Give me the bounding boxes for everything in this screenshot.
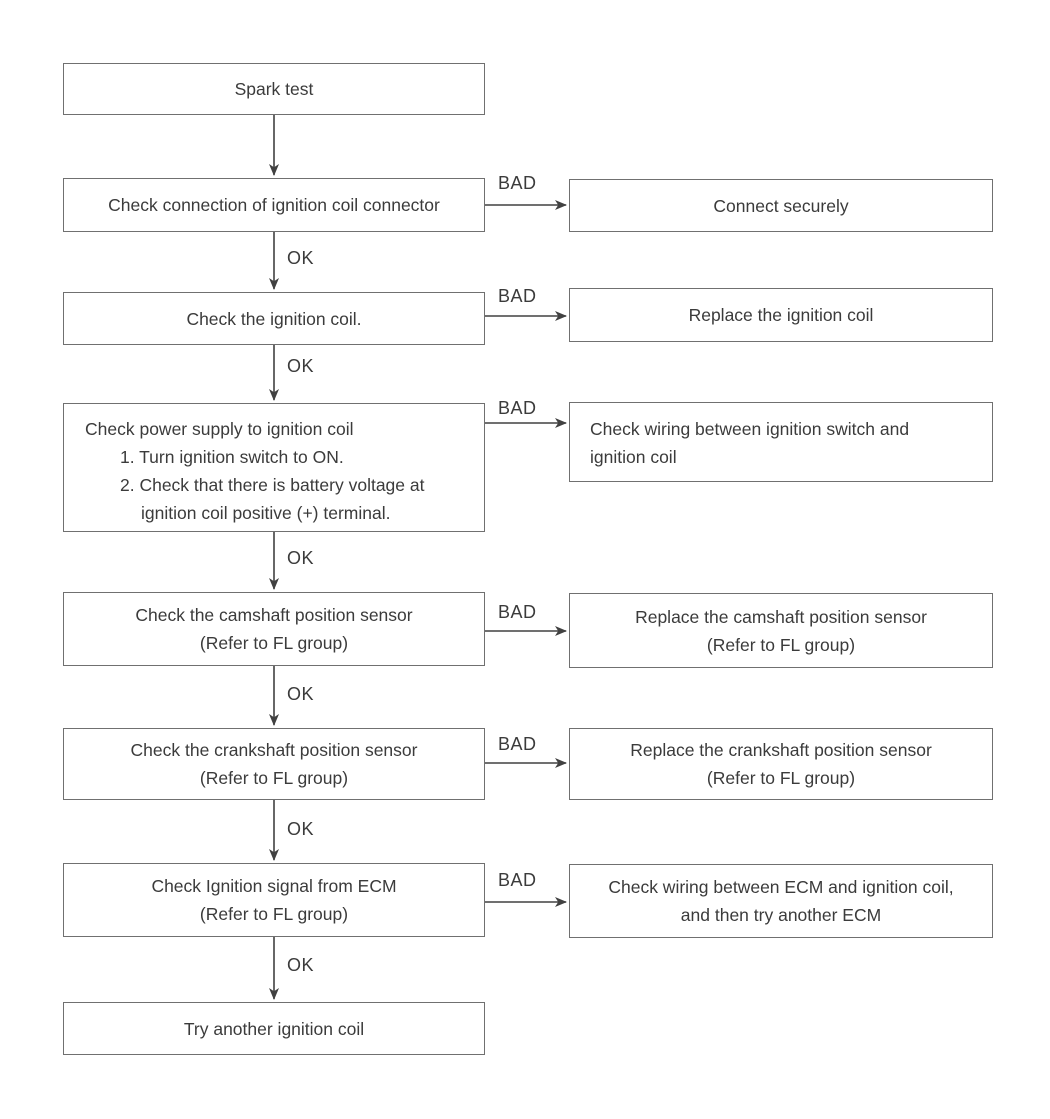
bad-label: BAD xyxy=(498,398,537,418)
node-text: Check the crankshaft position sensor xyxy=(130,740,418,760)
node-text: ignition coil xyxy=(590,447,677,467)
node-text: Connect securely xyxy=(713,195,849,216)
node-try-another-coil: Try another ignition coil xyxy=(63,1002,485,1055)
node-text: Replace the crankshaft position sensor xyxy=(630,740,932,760)
ok-label: OK xyxy=(287,248,315,268)
node-text: 2. Check that there is battery voltage a… xyxy=(120,475,425,495)
node-text: Check wiring between ignition switch and xyxy=(590,419,910,439)
node-text: (Refer to FL group) xyxy=(199,633,349,653)
bad-label: BAD xyxy=(498,870,537,890)
bad-label: BAD xyxy=(498,286,537,306)
node-check-ecm-signal: Check Ignition signal from ECM (Refer to… xyxy=(63,863,485,937)
node-text: (Refer to FL group) xyxy=(199,768,349,788)
node-check-camshaft: Check the camshaft position sensor (Refe… xyxy=(63,592,485,666)
node-text: (Refer to FL group) xyxy=(706,768,856,788)
node-check-ignition-coil: Check the ignition coil. xyxy=(63,292,485,345)
node-text: (Refer to FL group) xyxy=(706,634,856,655)
node-text: Replace the camshaft position sensor xyxy=(635,606,927,627)
node-check-connector: Check connection of ignition coil connec… xyxy=(63,178,485,232)
node-connect-securely: Connect securely xyxy=(569,179,993,232)
bad-label: BAD xyxy=(498,173,537,193)
node-text: (Refer to FL group) xyxy=(199,904,349,924)
node-check-power-supply: Check power supply to ignition coil 1. T… xyxy=(63,403,485,532)
node-text: Replace the ignition coil xyxy=(688,305,874,325)
node-text: Check the ignition coil. xyxy=(186,308,362,329)
node-text: Try another ignition coil xyxy=(183,1018,365,1039)
node-replace-crankshaft: Replace the crankshaft position sensor (… xyxy=(569,728,993,800)
node-check-wiring-switch: Check wiring between ignition switch and… xyxy=(569,402,993,482)
node-check-wiring-ecm: Check wiring between ECM and ignition co… xyxy=(569,864,993,938)
node-spark-test: Spark test xyxy=(63,63,485,115)
node-text: ignition coil positive (+) terminal. xyxy=(141,503,391,523)
node-replace-camshaft: Replace the camshaft position sensor (Re… xyxy=(569,593,993,668)
node-text: Check the camshaft position sensor xyxy=(135,605,413,625)
ok-label: OK xyxy=(287,819,315,839)
node-text: Check power supply to ignition coil xyxy=(85,419,354,439)
node-check-crankshaft: Check the crankshaft position sensor (Re… xyxy=(63,728,485,800)
node-replace-ignition-coil: Replace the ignition coil xyxy=(569,288,993,342)
ok-label: OK xyxy=(287,356,315,376)
node-text: and then try another ECM xyxy=(680,905,882,925)
ok-label: OK xyxy=(287,955,315,975)
node-text: 1. Turn ignition switch to ON. xyxy=(120,447,344,467)
ok-label: OK xyxy=(287,548,315,568)
node-text: Check connection of ignition coil connec… xyxy=(108,195,440,215)
bad-label: BAD xyxy=(498,734,537,754)
ok-label: OK xyxy=(287,684,315,704)
bad-label: BAD xyxy=(498,602,537,622)
node-text: Check wiring between ECM and ignition co… xyxy=(608,877,954,897)
node-text: Check Ignition signal from ECM xyxy=(151,876,397,896)
node-text: Spark test xyxy=(234,79,314,99)
